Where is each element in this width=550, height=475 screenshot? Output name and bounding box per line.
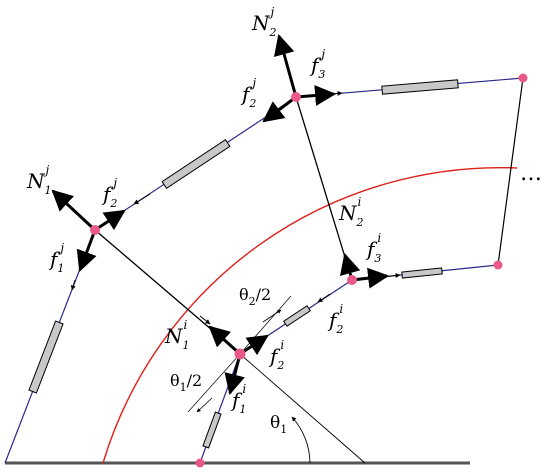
label-theta1-half: θ1/2 [170,371,202,394]
node-right-outer [493,260,503,270]
label-f2i-center: f2i [268,338,284,372]
label-f1j: f1j [48,241,64,275]
rod-arrow-center [317,293,331,303]
frame-line-right [497,77,524,266]
radial-line-2 [295,96,353,281]
half-angle-line-1 [187,353,241,413]
rod-arrow-left [70,279,76,291]
radial-arrow-1 [199,315,211,325]
label-f3i: f3i [365,231,381,265]
spring-bottom [202,411,222,449]
spring-top [381,79,459,95]
spring-upper-left [161,138,231,190]
force-f1i [224,353,245,396]
force-N2j [273,33,298,98]
spring-left [28,320,64,394]
label-N1i: N1i [164,318,190,352]
force-f3j [295,85,337,106]
label-f2j-upper: f2j [240,76,256,110]
theta1-arc [291,416,311,464]
node-top-right [518,73,528,83]
node-left [90,225,100,235]
force-f2j-upper [262,95,297,123]
label-theta2-half: θ2/2 [239,285,271,308]
force-f1j [76,229,97,272]
continuation-ellipsis: … [520,161,542,186]
spring-right-lower [401,267,443,279]
half-angle-arc-2 [262,309,282,323]
force-f3i [351,267,390,289]
force-N1i-stub [208,325,242,356]
label-f1i: f1i [230,382,246,416]
theta1-ray [239,353,366,464]
force-f2j-left [94,209,126,232]
label-f2i-right: f2i [327,302,343,336]
label-N1j: N1j [26,163,52,197]
node-right-mid [347,275,357,285]
label-f2j-left: f2j [101,176,117,210]
node-top-center [291,92,301,102]
spring-center [282,305,312,327]
rod-arrow-upper-left [133,193,151,205]
node-center [234,348,246,360]
label-f3j: f3j [309,47,325,81]
label-N2j: N2j [251,5,277,39]
half-angle-arc-1 [196,397,213,413]
node-bottom [195,458,205,468]
label-theta1: θ1 [270,413,287,436]
label-N2i: N2i [338,195,364,229]
reference-arc [102,166,518,464]
force-N1j [51,189,97,232]
